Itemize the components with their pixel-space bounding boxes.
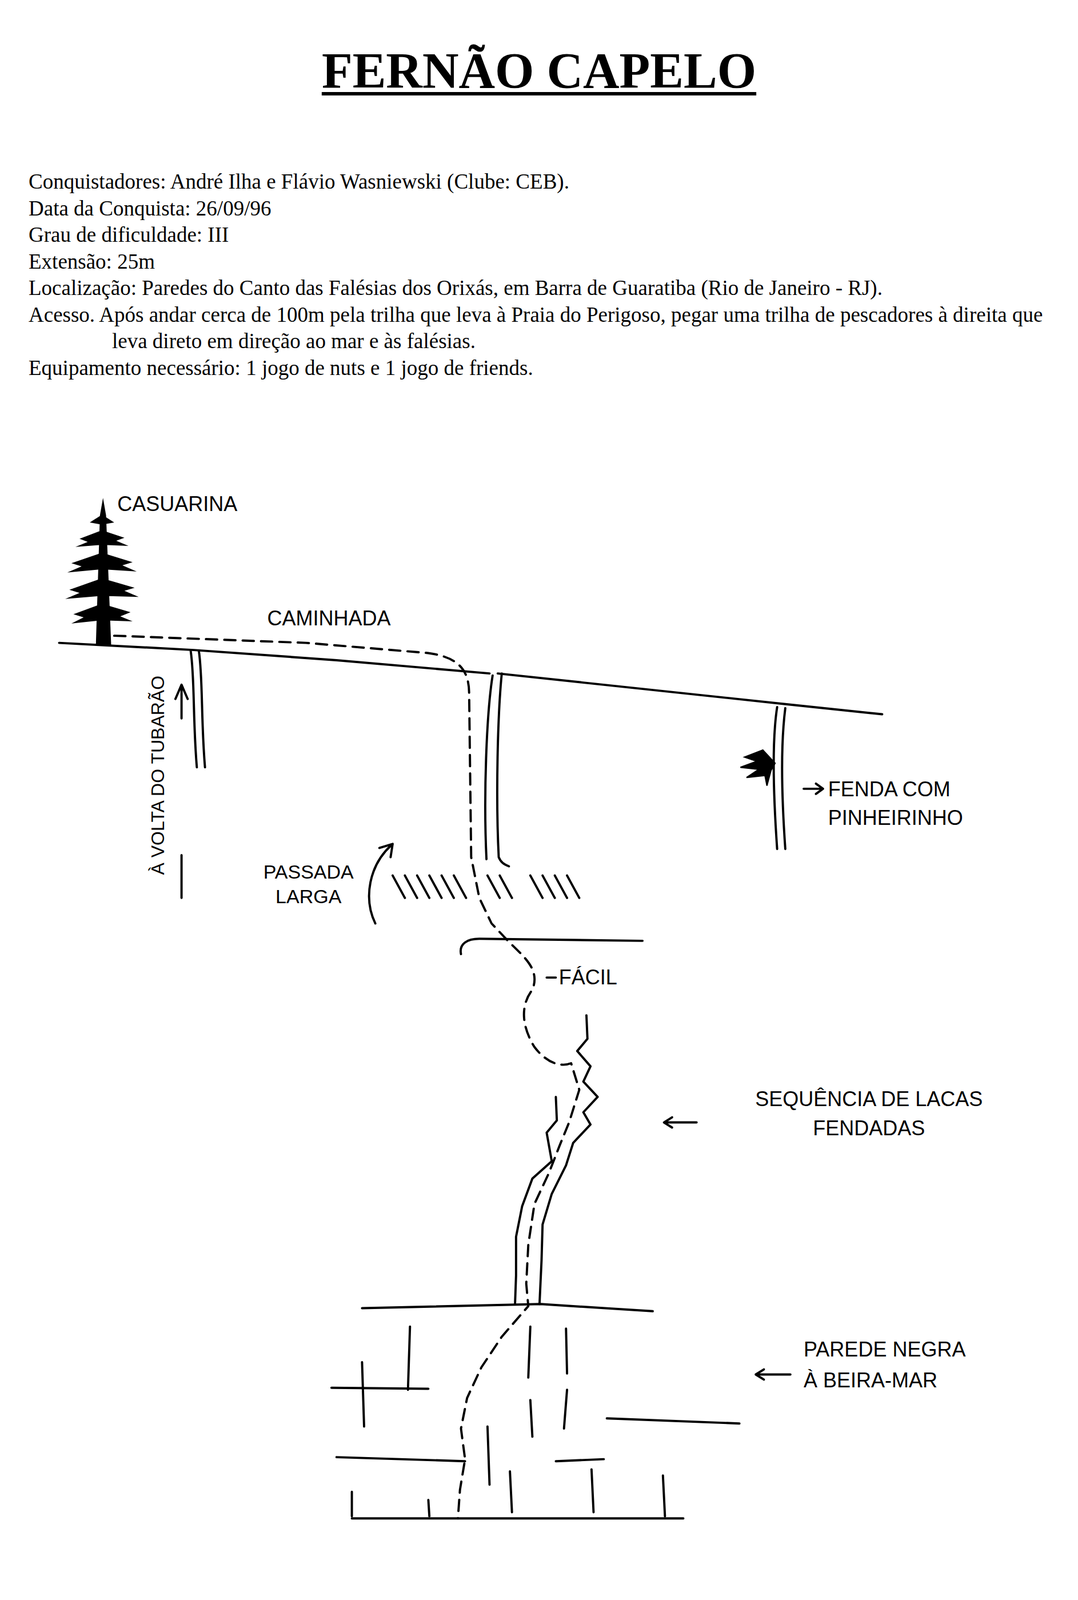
title: FERNÃO CAPELO [0, 44, 1078, 98]
grade-note: FÁCIL [559, 964, 618, 990]
info-line: Conquistadores: André Ilha e Flávio Wasn… [28, 168, 1052, 196]
info-line: Grau de dificuldade: III [28, 221, 1052, 249]
info-line: Equipamento necessário: 1 jogo de nuts e… [28, 354, 1052, 382]
crack [773, 707, 786, 849]
info-line: Localização: Paredes do Canto das Falési… [28, 274, 1052, 302]
tree-foliage [71, 604, 133, 624]
leader-line [546, 976, 556, 979]
tree-foliage [65, 578, 139, 600]
flake [539, 1015, 598, 1304]
info-line: Extensão: 25m [28, 248, 1052, 276]
crack-label: FENDA COM PINHEIRINHO [828, 775, 1002, 833]
rock-lines [58, 635, 882, 1519]
black-wall [331, 1303, 740, 1519]
chimney [485, 673, 509, 866]
bush [740, 749, 776, 786]
wall-label: PAREDE NEGRA À BEIRA-MAR [803, 1334, 982, 1396]
walk-label: CAMINHADA [266, 605, 391, 631]
route-line [114, 635, 580, 1519]
move-label: PASSADA LARGA [249, 859, 367, 909]
ledge-hatching [392, 875, 580, 898]
casuarina-tree [65, 497, 139, 645]
pointer-arrow [369, 843, 393, 924]
tree-label: CASUARINA [117, 491, 238, 517]
tree-foliage [89, 514, 115, 525]
black-wall-cracks [352, 1326, 666, 1517]
pointer-arrow [803, 783, 824, 794]
crack [190, 651, 206, 768]
bush-shape [740, 749, 776, 786]
feature-label: SEQUÊNCIA DE LACAS FENDADAS [725, 1084, 1012, 1143]
route-label: À VOLTA DO TUBARÃO [146, 675, 169, 876]
pointer-arrow [755, 1369, 791, 1380]
route-info: Conquistadores: André Ilha e Flávio Wasn… [28, 168, 1052, 382]
ledge [460, 938, 643, 954]
pointer-arrow [664, 1117, 697, 1128]
tree-foliage [67, 553, 137, 573]
tree-foliage [75, 530, 129, 548]
info-line: Acesso. Após andar cerca de 100m pela tr… [28, 301, 1052, 355]
pointer-arrow [175, 684, 188, 898]
info-line: Data da Conquista: 26/09/96 [28, 195, 1052, 223]
